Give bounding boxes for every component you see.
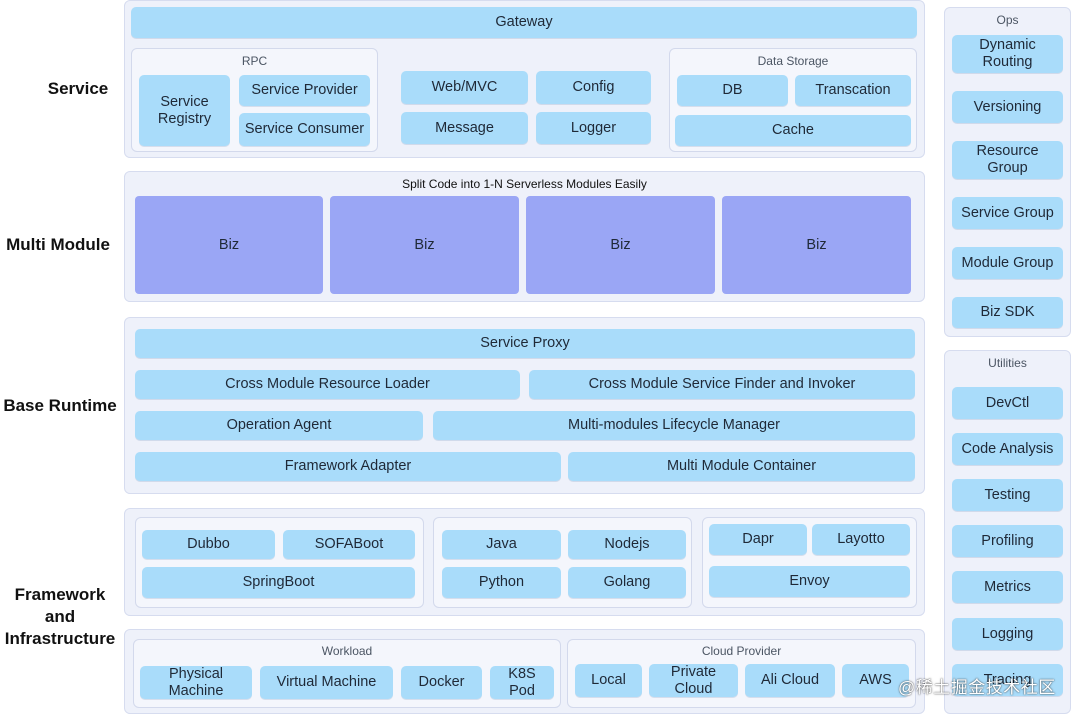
local-box: Local	[575, 664, 642, 697]
util-metrics: Metrics	[952, 571, 1063, 603]
sofaboot-box: SOFABoot	[283, 530, 415, 559]
ops-module-group: Module Group	[952, 247, 1063, 279]
dubbo-box: Dubbo	[142, 530, 275, 559]
aws-box: AWS	[842, 664, 909, 697]
web-mvc-box: Web/MVC	[401, 71, 528, 104]
golang-box: Golang	[568, 567, 686, 598]
watermark: @稀土掘金技术社区	[898, 678, 1056, 697]
util-testing: Testing	[952, 479, 1063, 511]
row-label-framework-line2: and	[44, 607, 76, 626]
data-storage-title: Data Storage	[757, 54, 829, 68]
service-proxy-box: Service Proxy	[135, 329, 915, 358]
ops-service-group: Service Group	[952, 197, 1063, 229]
operation-agent-box: Operation Agent	[135, 411, 423, 440]
util-logging: Logging	[952, 618, 1063, 650]
util-tracing: Tracing	[952, 664, 1063, 696]
layotto-box: Layotto	[812, 524, 910, 555]
docker-box: Docker	[401, 666, 482, 699]
service-provider-box: Service Provider	[239, 75, 370, 106]
config-box: Config	[536, 71, 651, 104]
biz-module-4: Biz	[722, 196, 911, 294]
ali-cloud-box: Ali Cloud	[745, 664, 835, 697]
cache-box: Cache	[675, 115, 911, 146]
utilities-title: Utilities	[988, 356, 1027, 370]
dapr-box: Dapr	[709, 524, 807, 555]
util-code-analysis: Code Analysis	[952, 433, 1063, 465]
java-box: Java	[442, 530, 561, 559]
workload-title: Workload	[321, 644, 373, 658]
k8s-pod-box: K8S Pod	[490, 666, 554, 699]
biz-module-3: Biz	[526, 196, 715, 294]
biz-module-2: Biz	[330, 196, 519, 294]
biz-module-1: Biz	[135, 196, 323, 294]
message-box: Message	[401, 112, 528, 144]
ops-title: Ops	[996, 13, 1019, 27]
service-registry-box: Service Registry	[139, 75, 230, 146]
db-box: DB	[677, 75, 788, 106]
cloud-provider-title: Cloud Provider	[701, 644, 782, 658]
virtual-machine-box: Virtual Machine	[260, 666, 393, 699]
ops-biz-sdk: Biz SDK	[952, 297, 1063, 328]
gateway-box: Gateway	[131, 7, 917, 38]
rpc-title: RPC	[241, 54, 268, 68]
logger-box: Logger	[536, 112, 651, 144]
service-finder-box: Cross Module Service Finder and Invoker	[529, 370, 915, 399]
physical-machine-box: Physical Machine	[140, 666, 252, 699]
module-container-box: Multi Module Container	[568, 452, 915, 481]
service-consumer-box: Service Consumer	[239, 113, 370, 146]
ops-versioning: Versioning	[952, 91, 1063, 123]
ops-dynamic-routing: Dynamic Routing	[952, 35, 1063, 73]
row-label-service: Service	[47, 79, 109, 98]
springboot-box: SpringBoot	[142, 567, 415, 598]
row-label-base-runtime: Base Runtime	[3, 396, 117, 415]
framework-adapter-box: Framework Adapter	[135, 452, 561, 481]
row-label-framework-line3: Infrastructure	[4, 629, 116, 648]
row-label-framework-line1: Framework	[14, 585, 106, 604]
row-label-multi-module: Multi Module	[6, 235, 110, 254]
multi-module-caption: Split Code into 1-N Serverless Modules E…	[402, 177, 647, 191]
envoy-box: Envoy	[709, 566, 910, 597]
util-devctl: DevCtl	[952, 387, 1063, 419]
nodejs-box: Nodejs	[568, 530, 686, 559]
python-box: Python	[442, 567, 561, 598]
row-label-framework: Framework and Infrastructure	[0, 584, 120, 650]
lifecycle-manager-box: Multi-modules Lifecycle Manager	[433, 411, 915, 440]
resource-loader-box: Cross Module Resource Loader	[135, 370, 520, 399]
util-profiling: Profiling	[952, 525, 1063, 557]
private-cloud-box: Private Cloud	[649, 664, 738, 697]
transaction-box: Transcation	[795, 75, 911, 106]
ops-resource-group: Resource Group	[952, 141, 1063, 179]
